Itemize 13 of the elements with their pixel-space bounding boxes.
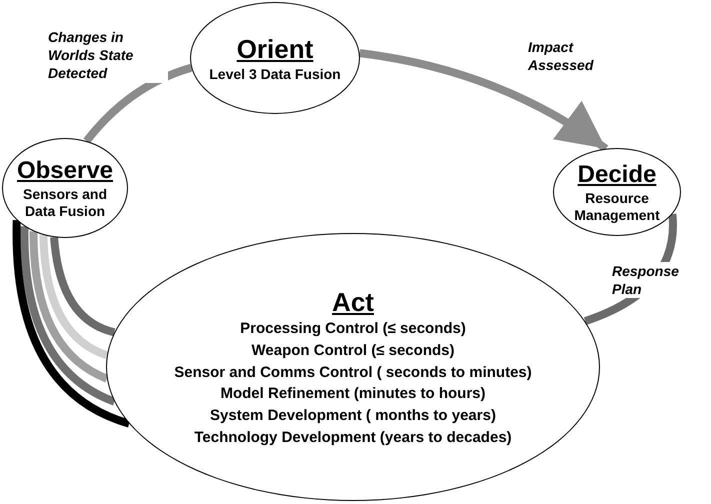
phase-description: Processing Control (≤ seconds) (240, 319, 466, 339)
phase-description: System Development ( months to years) (210, 406, 496, 426)
phase-title: Decide (578, 160, 656, 190)
phase-description: Model Refinement (minutes to hours) (220, 384, 486, 404)
phase-title: Observe (16, 156, 114, 186)
phase-description: Resource Management (573, 190, 661, 224)
phase-description: Technology Development (years to decades) (194, 428, 512, 448)
phase-title: Orient (236, 33, 314, 66)
phase-title: Act (332, 286, 374, 318)
phase-description: Sensors and Data Fusion (22, 186, 108, 220)
phase-description: Level 3 Data Fusion (208, 66, 342, 83)
phase-description: Sensor and Comms Control ( seconds to minutes) (174, 362, 532, 382)
phase-description: Weapon Control (≤ seconds) (252, 340, 454, 361)
